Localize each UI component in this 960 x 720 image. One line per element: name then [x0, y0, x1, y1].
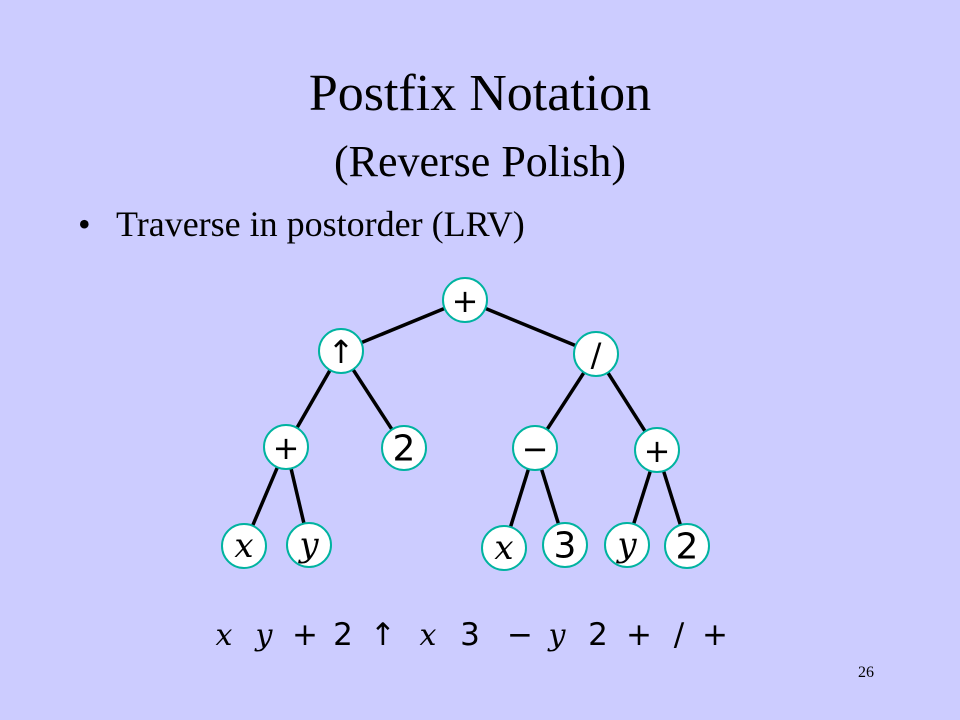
tree-node-circle	[664, 523, 710, 569]
postfix-token: +	[292, 617, 318, 653]
postfix-token: 3	[460, 617, 480, 653]
tree-node-exp: ↑	[318, 328, 364, 374]
tree-node-circle	[542, 522, 588, 568]
tree-node-label: y	[615, 525, 637, 565]
tree-node-circle	[573, 331, 619, 377]
postfix-token: y	[254, 618, 274, 653]
postfix-token: −	[507, 617, 533, 653]
tree-edge-minus-three	[539, 468, 561, 525]
postfix-token: /	[674, 617, 685, 653]
tree-node-label: +	[452, 282, 479, 320]
tree-node-x1: x	[221, 523, 267, 569]
tree-node-label: x	[234, 526, 253, 566]
page-number: 26	[858, 664, 874, 681]
postfix-token: +	[626, 617, 652, 653]
bullet-icon: •	[78, 204, 91, 244]
tree-node-circle	[381, 425, 427, 471]
postfix-token: ↑	[370, 617, 396, 653]
postfix-token: y	[547, 618, 567, 653]
tree-edge-plus2-two2	[661, 470, 683, 526]
tree-edge-root-exp	[360, 306, 446, 345]
slide-title: Postfix Notation	[308, 65, 652, 122]
tree-node-div: /	[573, 331, 619, 377]
tree-node-label: 2	[676, 527, 699, 568]
tree-edge-exp-two1	[351, 368, 394, 431]
tree-edge-div-minus	[545, 371, 586, 431]
bullet-point: • Traverse in postorder (LRV)	[78, 200, 525, 248]
tree-node-circle	[481, 525, 527, 571]
tree-edge-root-div	[484, 306, 577, 348]
tree-node-label: +	[644, 432, 671, 470]
tree-edges	[250, 306, 683, 528]
tree-node-two1: 2	[381, 425, 427, 471]
tree-node-two2: 2	[664, 523, 710, 569]
tree-edge-minus-x2	[508, 468, 531, 528]
tree-edge-plus2-y2	[631, 470, 653, 525]
tree-node-circle	[286, 522, 332, 568]
tree-node-label: ↑	[328, 333, 355, 371]
tree-node-plus2: +	[634, 427, 680, 473]
tree-node-three: 3	[542, 522, 588, 568]
tree-node-root: +	[442, 277, 488, 323]
tree-node-label: /	[591, 336, 602, 374]
tree-node-plus1: +	[263, 424, 309, 470]
tree-edge-div-plus2	[606, 371, 647, 433]
tree-node-circle	[318, 328, 364, 374]
tree-node-label: 2	[393, 429, 416, 470]
postfix-token: 2	[588, 617, 608, 653]
tree-node-circle	[512, 425, 558, 471]
tree-edge-exp-plus1	[295, 369, 332, 429]
tree-node-label: y	[297, 525, 319, 565]
slide-subtitle: (Reverse Polish)	[333, 137, 627, 186]
tree-node-circle	[221, 523, 267, 569]
tree-node-x2: x	[481, 525, 527, 571]
tree-node-minus: −	[512, 425, 558, 471]
bullet-text: Traverse in postorder (LRV)	[116, 204, 525, 244]
tree-edge-plus1-x1	[250, 466, 280, 527]
tree-node-circle	[442, 277, 488, 323]
tree-node-circle	[634, 427, 680, 473]
tree-node-label: −	[522, 430, 549, 468]
tree-node-y2: y	[604, 522, 650, 568]
tree-edge-plus1-y1	[289, 468, 306, 524]
tree-node-label: 3	[554, 526, 577, 567]
tree-node-circle	[263, 424, 309, 470]
tree-node-circle	[604, 522, 650, 568]
postfix-token: +	[702, 617, 728, 653]
postfix-token: 2	[333, 617, 353, 653]
tree-node-label: x	[494, 528, 513, 568]
tree-node-label: +	[273, 429, 300, 467]
postfix-token: x	[216, 618, 233, 653]
tree-node-y1: y	[286, 522, 332, 568]
postfix-token: x	[420, 618, 437, 653]
